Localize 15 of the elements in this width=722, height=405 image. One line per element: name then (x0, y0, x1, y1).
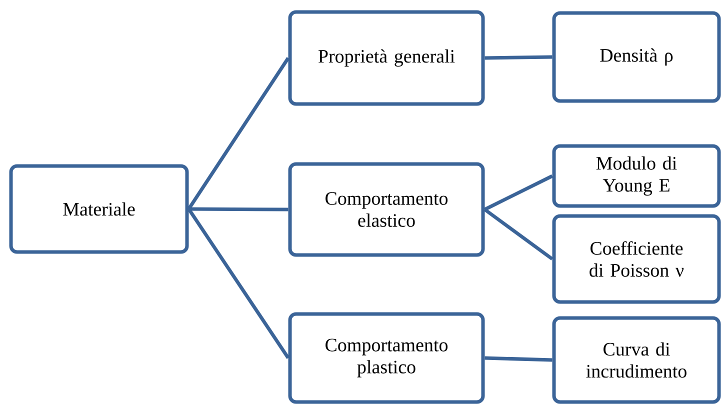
connector-line (187, 57, 290, 210)
box: Comportamento plastico (288, 312, 485, 404)
box: Coefficiente di Poisson ν (552, 214, 721, 304)
box: Comportamento elastico (288, 162, 485, 257)
box: Materiale (9, 164, 189, 254)
box: Curva di incrudimento (552, 316, 721, 404)
connector-line (187, 208, 290, 359)
connector-line (188, 207, 288, 212)
box: Densità ρ (552, 11, 721, 103)
box: Modulo di Young E (552, 144, 721, 208)
connector-line (484, 55, 552, 60)
connector-line (484, 356, 552, 362)
connector-line (484, 174, 554, 212)
box: Proprietà generali (288, 10, 485, 106)
connector-line (484, 208, 554, 260)
